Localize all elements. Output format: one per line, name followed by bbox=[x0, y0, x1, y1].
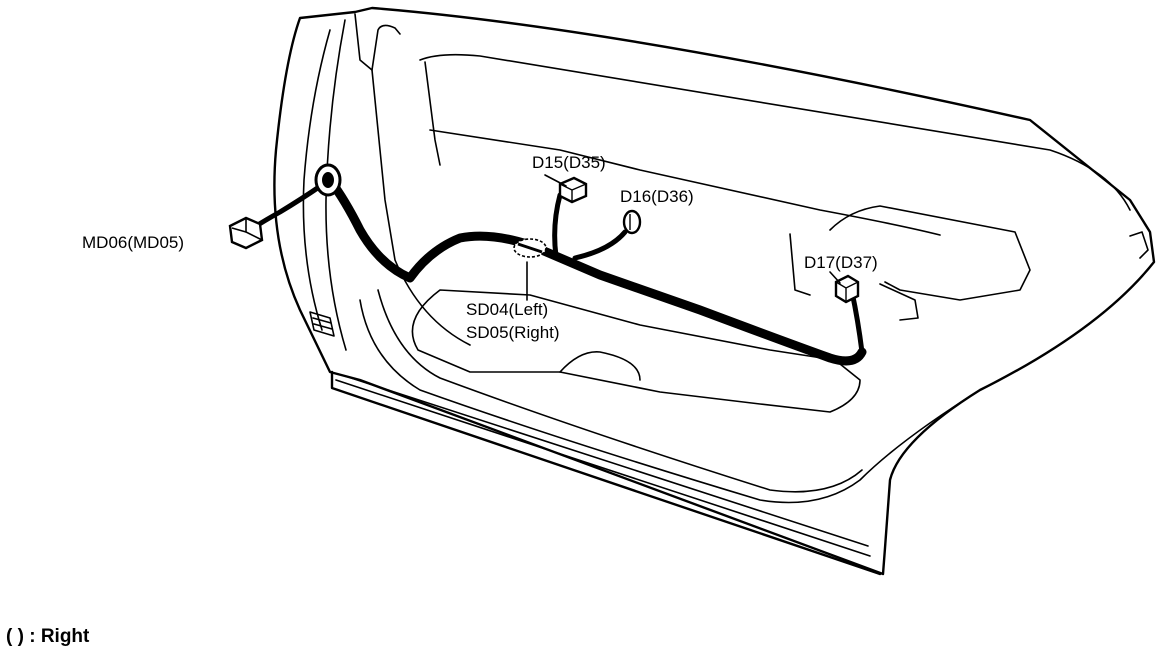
legend-right-note: ( ) : Right bbox=[6, 626, 90, 647]
hinge-pillar bbox=[354, 13, 401, 71]
grommet bbox=[314, 163, 342, 197]
door-inner-flange-2 bbox=[325, 19, 347, 351]
d16-branch-wire bbox=[572, 229, 628, 261]
label-d17: D17(D37) bbox=[804, 253, 878, 272]
lower-panel-curve-2 bbox=[377, 289, 863, 493]
connector-d15 bbox=[558, 176, 588, 204]
window-frame-inner bbox=[424, 61, 441, 166]
label-d16: D16(D36) bbox=[620, 187, 694, 206]
service-opening-inner bbox=[559, 351, 641, 381]
leader-d17 bbox=[829, 271, 841, 284]
door-edge-strip bbox=[1129, 231, 1149, 259]
leader-lines bbox=[526, 174, 841, 301]
hinge-pillar-edge bbox=[371, 69, 471, 346]
vent-louvers bbox=[309, 311, 335, 337]
latch-plate bbox=[789, 233, 811, 296]
sill-strip-line-2 bbox=[344, 375, 869, 547]
sill-strip-line bbox=[335, 379, 871, 557]
label-d15: D15(D35) bbox=[532, 153, 606, 172]
door-outer-outline bbox=[273, 6, 1156, 576]
door-panel bbox=[273, 6, 1156, 576]
connector-sd04 bbox=[513, 238, 547, 258]
window-frame-top bbox=[419, 53, 1131, 211]
waistline bbox=[429, 129, 941, 236]
label-sd05: SD05(Right) bbox=[466, 323, 560, 342]
connector-d17 bbox=[834, 274, 860, 304]
connector-md06 bbox=[228, 216, 264, 250]
service-opening bbox=[411, 289, 861, 413]
label-sd04: SD04(Left) bbox=[466, 300, 548, 319]
sill-strip bbox=[330, 370, 882, 576]
latch-recess bbox=[829, 205, 1031, 301]
leader-d15 bbox=[544, 174, 567, 187]
d17-branch-wire bbox=[849, 289, 865, 355]
d15-branch-wire bbox=[552, 192, 563, 259]
door-inner-flange bbox=[302, 29, 331, 331]
connector-d16 bbox=[622, 209, 642, 235]
label-md06: MD06(MD05) bbox=[82, 233, 184, 252]
main-harness-wire bbox=[325, 175, 867, 366]
lower-panel-curve bbox=[359, 299, 981, 504]
latch-bracket bbox=[879, 283, 919, 321]
